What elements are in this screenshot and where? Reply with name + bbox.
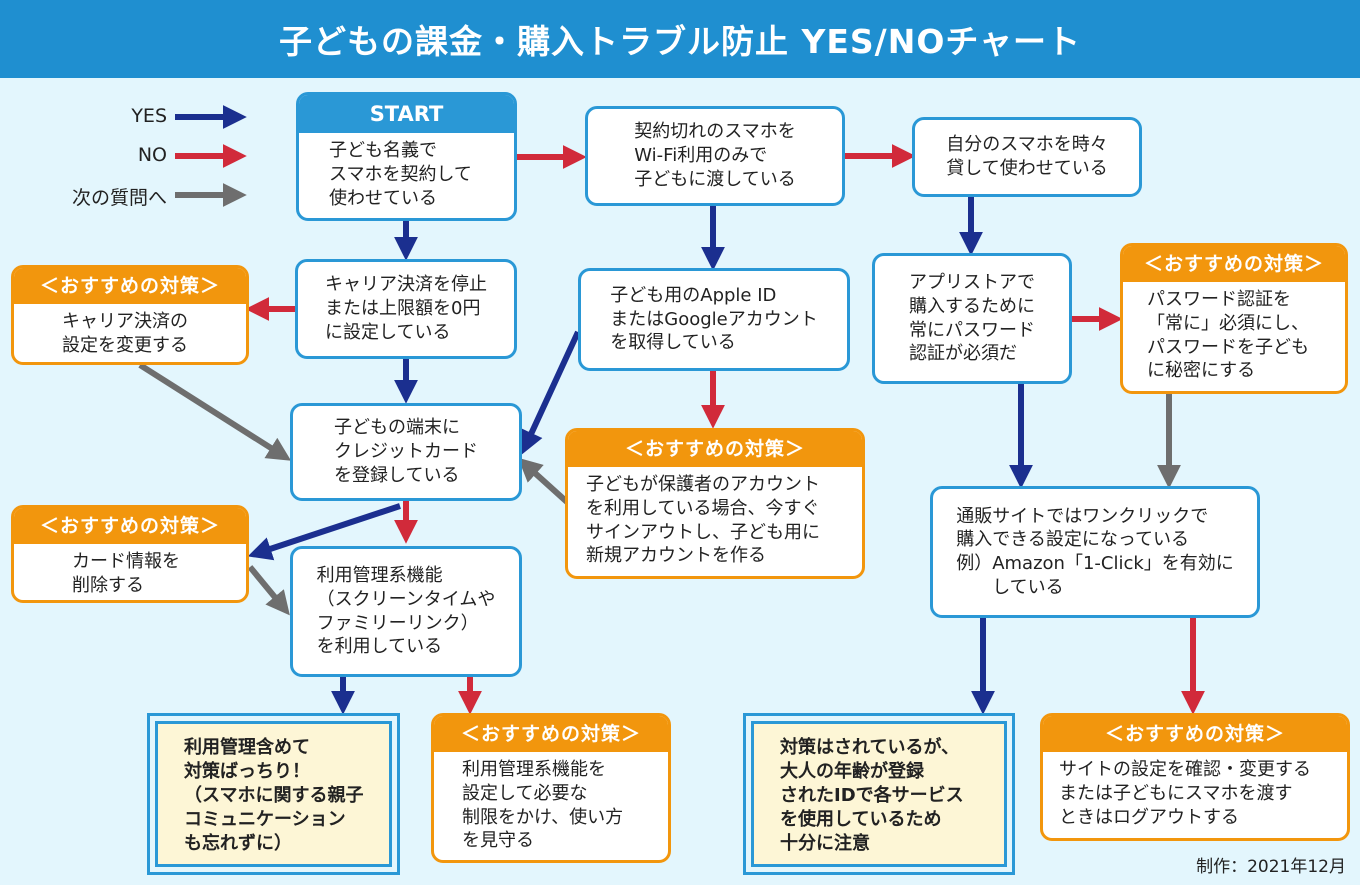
recommend-text: パスワード認証を 「常に」必須にし、 パスワードを子ども に秘密にする bbox=[1147, 289, 1309, 382]
recommend-text: カード情報を 削除する bbox=[72, 551, 180, 596]
question-credit-card: 子どもの端末に クレジットカード を登録している bbox=[290, 403, 522, 501]
result-text: 対策はされているが、 大人の年齢が登録 されたIDで各サービス を使用しているた… bbox=[751, 721, 1007, 867]
credit-date: 制作：2021年12月 bbox=[1196, 857, 1346, 877]
question-wifi-phone: 契約切れのスマホを Wi-Fi利用のみで 子どもに渡している bbox=[585, 106, 845, 206]
question-lend-phone: 自分のスマホを時々 貸して使わせている bbox=[912, 117, 1142, 197]
question-text: キャリア決済を停止 または上限額を0円 に設定している bbox=[325, 274, 487, 343]
recommend-password: ＜おすすめの対策＞ パスワード認証を 「常に」必須にし、 パスワードを子ども に… bbox=[1120, 243, 1348, 394]
recommend-header: ＜おすすめの対策＞ bbox=[568, 431, 862, 467]
question-parental-control: 利用管理系機能 （スクリーンタイムや ファミリーリンク） を利用している bbox=[290, 546, 522, 677]
question-one-click: 通販サイトではワンクリックで 購入できる設定になっている 例）Amazon「1-… bbox=[930, 486, 1260, 618]
recommend-site: ＜おすすめの対策＞ サイトの設定を確認・変更する または子どもにスマホを渡す と… bbox=[1040, 713, 1350, 841]
start-label: START bbox=[299, 95, 514, 133]
recommend-account: ＜おすすめの対策＞ 子どもが保護者のアカウント を利用している場合、今すぐ サイ… bbox=[565, 428, 865, 579]
question-text: 子どもの端末に クレジットカード を登録している bbox=[334, 417, 478, 486]
start-question: 子ども名義で スマホを契約して 使わせている bbox=[329, 140, 472, 209]
legend-next-label: 次の質問へ bbox=[71, 187, 167, 209]
question-text: 契約切れのスマホを Wi-Fi利用のみで 子どもに渡している bbox=[634, 121, 796, 190]
question-carrier-payment: キャリア決済を停止 または上限額を0円 に設定している bbox=[295, 259, 517, 359]
recommend-header: ＜おすすめの対策＞ bbox=[1123, 246, 1345, 282]
recommend-text: サイトの設定を確認・変更する または子どもにスマホを渡す ときはログアウトする bbox=[1059, 759, 1311, 828]
question-text: 子ども用のApple ID またはGoogleアカウント を取得している bbox=[610, 284, 818, 354]
recommend-parental: ＜おすすめの対策＞ 利用管理系機能を 設定して必要な 制限をかけ、使い方 を見守… bbox=[431, 713, 671, 863]
question-text: 自分のスマホを時々 貸して使わせている bbox=[946, 134, 1108, 179]
recommend-text: 利用管理系機能を 設定して必要な 制限をかけ、使い方 を見守る bbox=[462, 759, 624, 852]
result-ok: 利用管理含めて 対策ばっちり！ （スマホに関する親子 コミュニケーション も忘れ… bbox=[147, 713, 400, 875]
result-caution: 対策はされているが、 大人の年齢が登録 されたIDで各サービス を使用しているた… bbox=[743, 713, 1015, 875]
question-text: 通販サイトではワンクリックで 購入できる設定になっている 例）Amazon「1-… bbox=[956, 505, 1234, 598]
recommend-header: ＜おすすめの対策＞ bbox=[14, 268, 246, 304]
result-text: 利用管理含めて 対策ばっちり！ （スマホに関する親子 コミュニケーション も忘れ… bbox=[155, 721, 392, 867]
recommend-text: キャリア決済の 設定を変更する bbox=[62, 311, 188, 356]
recommend-text: 子どもが保護者のアカウント を利用している場合、今すぐ サインアウトし、子ども用… bbox=[586, 474, 820, 567]
legend-yes-label: YES bbox=[131, 105, 167, 127]
recommend-header: ＜おすすめの対策＞ bbox=[434, 716, 668, 752]
question-text: 利用管理系機能 （スクリーンタイムや ファミリーリンク） を利用している bbox=[316, 565, 496, 658]
recommend-card: ＜おすすめの対策＞ カード情報を 削除する bbox=[11, 505, 249, 603]
legend-no-label: NO bbox=[137, 144, 167, 166]
chart-title: 子どもの課金・購入トラブル防止 YES/NOチャート bbox=[0, 0, 1360, 78]
recommend-carrier: ＜おすすめの対策＞ キャリア決済の 設定を変更する bbox=[11, 265, 249, 365]
question-password-auth: アプリストアで 購入するために 常にパスワード 認証が必須だ bbox=[872, 253, 1072, 384]
question-child-account: 子ども用のApple ID またはGoogleアカウント を取得している bbox=[578, 268, 850, 371]
recommend-header: ＜おすすめの対策＞ bbox=[1043, 716, 1347, 752]
start-node: START 子ども名義で スマホを契約して 使わせている bbox=[296, 92, 517, 221]
recommend-header: ＜おすすめの対策＞ bbox=[14, 508, 246, 544]
question-text: アプリストアで 購入するために 常にパスワード 認証が必須だ bbox=[909, 272, 1035, 365]
